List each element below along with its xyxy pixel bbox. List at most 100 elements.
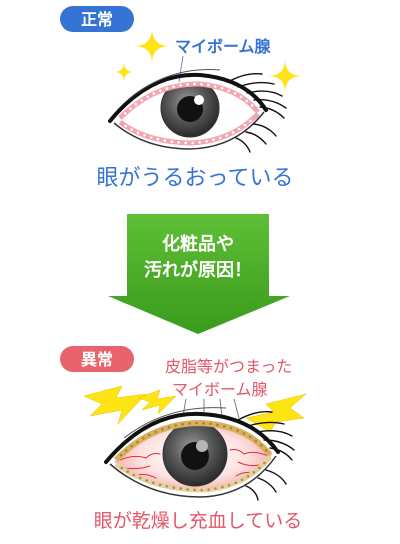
gland-opening-dot [181,423,184,426]
gland-opening-dot [202,421,205,425]
gland-opening-dot [254,439,258,443]
gland-opening-dot [225,134,228,137]
red-eye-icon [104,407,295,501]
gland-opening-dot [214,85,217,88]
gland-opening-dot [240,478,244,482]
gland-opening-dot [264,449,268,452]
sparkle-icon [268,59,302,93]
gland-opening-dot [209,422,212,426]
gland-opening-dot [245,99,249,103]
gland-opening-dot [259,444,263,447]
gland-opening-dot [172,85,175,88]
clogged-upper-lid-margin [113,419,273,463]
gland-opening-dot [152,92,156,95]
gland-opening-dot [179,487,182,490]
gland-opening-dot [207,83,210,87]
gland-opening-dot [263,461,266,465]
abnormal-badge-label: 異常 [81,350,113,369]
normal-section: 正常 マイボーム腺 [60,6,302,191]
gland-opening-dot [198,141,201,144]
gland-opening-dot [167,425,171,429]
sparkle-icon [134,28,170,64]
clogged-gland-label-line-1: 皮脂等がつまった [165,357,292,376]
gland-opening-dot [163,139,167,142]
gland-opening-dot [193,82,196,86]
gland-opening-dot [212,138,215,142]
gland-opening-dot [221,485,224,489]
gland-opening-dot [149,136,153,139]
abnormal-section: 異常 皮脂等がつまった マイボーム腺 [60,346,307,532]
clogged-gland-label-line-2: マイボーム腺 [172,380,268,399]
gland-opening-dot [242,432,246,435]
normal-badge: 正常 [60,6,134,32]
gland-opening-dot [172,486,176,489]
cause-line-1: 化粧品や [162,233,234,255]
gland-opening-dot [243,123,247,127]
gland-opening-dot [200,488,203,492]
gland-opening-dot [161,428,164,431]
gland-opening-dot [252,471,256,474]
normal-eye-icon [108,69,287,153]
normal-badge-label: 正常 [81,10,113,29]
gland-opening-dot [134,103,138,106]
gland-opening-dot [136,131,140,134]
gland-opening-dot [218,136,222,140]
gland-opening-dot [145,479,148,482]
gland-opening-dot [120,466,124,470]
gland-opening-dot [191,141,194,145]
lower-eyelid-line [109,455,277,498]
cause-line-2: 汚れが原因！ [144,259,252,281]
gland-opening-dot [188,422,191,425]
gland-opening-dot [227,89,230,92]
gland-opening-dot [207,488,210,491]
gland-openings [120,461,266,492]
gland-opening-dot [177,141,180,144]
gland-opening-dot [129,107,132,110]
gland-opening-dot [246,475,250,478]
gland-opening-dot [143,134,146,137]
gland-openings [119,421,268,457]
gland-opening-dot [186,83,189,86]
gland-opening-dot [132,473,136,477]
gland-opening-dot [142,437,145,440]
gland-openings [124,119,252,145]
gland-opening-dot [193,488,196,492]
gland-opening-dot [258,466,261,470]
gland-opening-dot [200,82,203,86]
abnormal-caption: 眼が乾燥し充血している [94,510,302,532]
gland-opening-dot [249,119,252,123]
lightning-icon [137,389,177,415]
clogged-lower-lid-margin [114,455,272,493]
gland-opening-dot [231,131,235,134]
gland-opening-dot [195,421,198,425]
gland-opening-dot [165,485,169,488]
gland-opening-dot [186,488,189,491]
eyelid-crease [129,69,221,99]
gland-opening-dot [130,128,134,131]
normal-gland-label: マイボーム腺 [175,37,272,56]
sparkle-icon [114,62,134,82]
gland-opening-dot [179,84,182,87]
eye-highlight [196,440,208,452]
gland-opening-dot [239,95,243,99]
gland-opening-dot [184,141,187,145]
gland-opening-dot [170,140,173,143]
gland-opening-dot [159,89,162,93]
gland-opening-dot [124,449,128,452]
gland-opening-dot [216,423,219,427]
upper-eyelid-line [104,411,280,464]
gland-opening-dot [138,476,142,480]
gland-opening-dot [123,111,127,115]
gland-opening-dot [154,430,158,434]
gland-opening-dot [124,124,127,128]
gland-opening-dot [236,429,239,432]
gland-opening-dot [158,483,162,487]
gland-opening-dot [165,87,169,90]
gland-opening-dot [205,140,208,143]
eyelid-crease [123,407,227,439]
gland-opening-dot [214,487,217,490]
abnormal-badge: 異常 [60,346,134,372]
gland-openings [123,82,254,115]
gland-opening-dot [140,99,143,102]
